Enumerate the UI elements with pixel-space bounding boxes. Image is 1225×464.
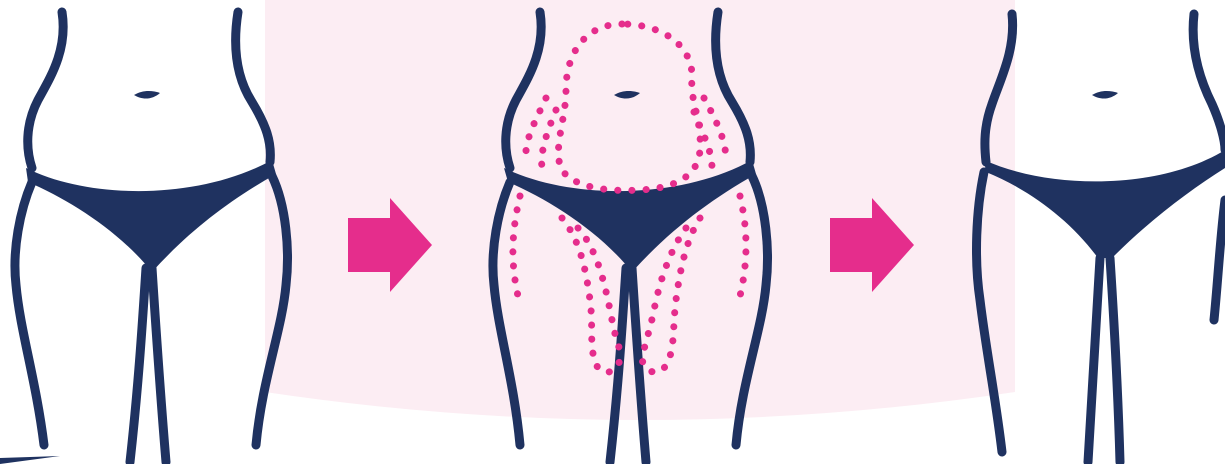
before-underwear	[26, 160, 276, 272]
after-underwear	[984, 150, 1225, 258]
before-inner-left-leg	[130, 268, 146, 462]
before-navel-icon	[134, 91, 160, 99]
after-navel-icon	[1092, 91, 1118, 99]
after-inner-right-leg	[1110, 258, 1120, 462]
before-left-leg-outline	[15, 182, 44, 445]
bottom-left-edge	[0, 456, 60, 464]
after-right-torso-outline	[1193, 14, 1225, 150]
before-left-torso-outline	[28, 12, 63, 168]
after-inner-left-leg	[1088, 258, 1100, 462]
before-inner-right-leg	[152, 268, 166, 462]
after-right-leg-outline	[1214, 200, 1225, 320]
